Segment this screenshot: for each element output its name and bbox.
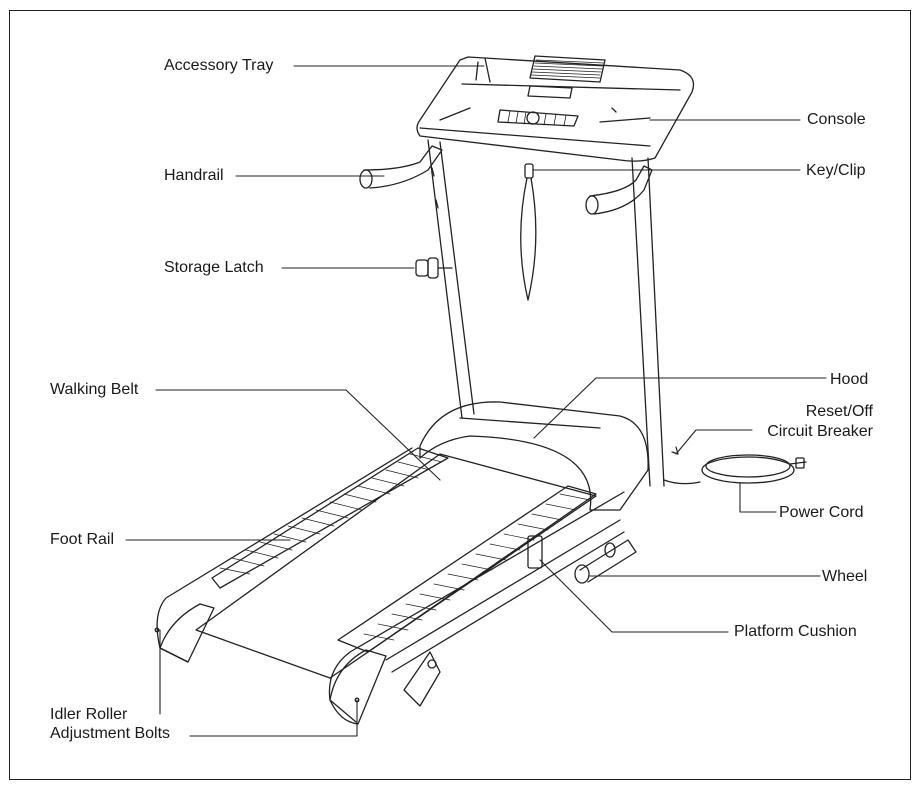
label-hood: Hood — [830, 371, 869, 388]
uprights-drawing — [427, 139, 665, 487]
label-handrail: Handrail — [164, 167, 224, 184]
leader-walking-belt — [155, 389, 441, 481]
wheel-drawing — [574, 539, 637, 584]
leader-power-cord — [739, 483, 777, 513]
hood-drawing — [419, 401, 649, 511]
label-platform-cushion: Platform Cushion — [734, 623, 857, 640]
label-reset-line1: Reset/Off — [805, 403, 873, 420]
label-walking-belt: Walking Belt — [50, 381, 139, 398]
label-idler-roller-line1: Idler Roller — [50, 706, 128, 723]
label-accessory-tray: Accessory Tray — [164, 57, 274, 74]
label-power-cord: Power Cord — [779, 504, 864, 521]
leader-hood — [533, 377, 827, 439]
handrails-drawing — [359, 145, 653, 215]
key-clip-drawing — [520, 163, 537, 301]
diagram-frame — [9, 10, 911, 780]
power-cord-drawing — [663, 454, 807, 485]
label-reset-line2: Circuit Breaker — [767, 423, 873, 440]
label-wheel: Wheel — [822, 568, 868, 585]
leader-reset — [675, 429, 753, 455]
storage-latch-drawing — [415, 257, 453, 279]
label-idler-roller-line2: Adjustment Bolts — [50, 725, 171, 742]
leader-lines — [125, 65, 827, 737]
console-drawing — [416, 55, 695, 162]
leader-platform-cushion — [539, 559, 729, 633]
label-foot-rail: Foot Rail — [50, 531, 115, 548]
leader-idler-right — [189, 699, 358, 737]
deck-drawing — [154, 447, 625, 725]
label-storage-latch: Storage Latch — [164, 259, 264, 276]
label-key-clip: Key/Clip — [806, 162, 866, 179]
label-console: Console — [807, 111, 866, 128]
